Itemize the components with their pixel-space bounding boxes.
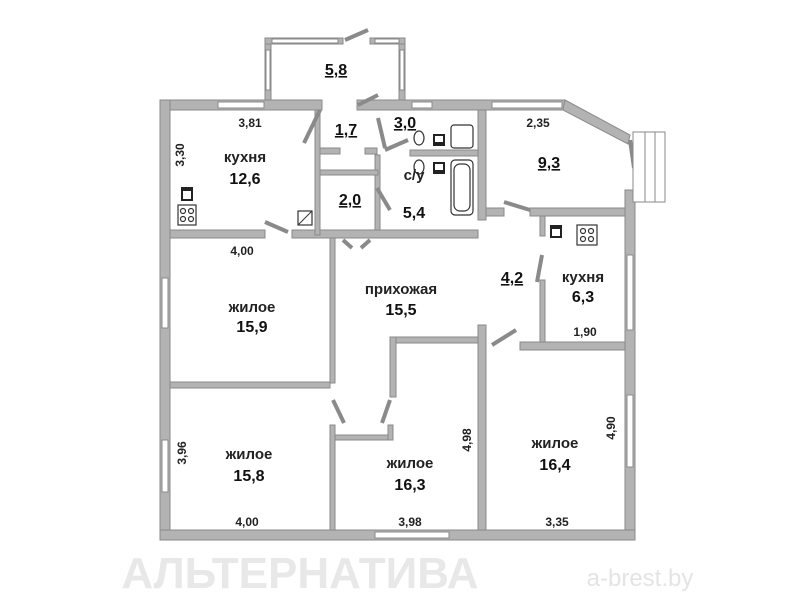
sink-icon [181,187,193,201]
dim-kitchen1-width: 3,81 [238,116,262,130]
washbasin-icon [433,134,445,174]
wc-area: 3,0 [394,115,416,132]
living3-label: жилое [386,455,434,472]
corridor-area: 4,2 [501,270,523,287]
kitchen1-label: кухня [224,149,266,166]
dim-kitchen1-height: 3,30 [173,143,187,167]
balcony-walls [264,28,406,105]
dim-living2-height: 3,96 [175,441,189,465]
watermark-brand: АЛЬТЕРНАТИВА [121,549,478,598]
dim-living3-height: 4,98 [460,428,474,452]
kitchen1-area: 12,6 [229,171,260,188]
sink-icon-kitchen2 [550,225,562,238]
outer-walls [159,99,666,541]
hallway-area: 15,5 [385,302,416,319]
doors [264,93,544,424]
bathroom-label: с/у [404,167,426,184]
dim-kitchen2-width: 1,90 [573,325,597,339]
bathroom-area: 5,4 [403,205,425,222]
bathtub-icon [450,159,474,216]
living1-area: 15,9 [236,319,267,336]
balcony-area: 5,8 [325,62,347,79]
stove-icon-kitchen2 [576,224,598,246]
fixtures [177,124,598,246]
living3-area: 16,3 [394,477,425,494]
dim-living1-width: 4,00 [230,244,254,258]
watermark: АЛЬТЕРНАТИВА a-brest.by [121,549,693,598]
living4-area: 16,4 [539,457,570,474]
kitchen2-label: кухня [562,269,604,286]
dim-living3-width: 3,98 [398,515,422,529]
dim-living2-width: 4,00 [235,515,259,529]
hallway-label: прихожая [365,281,437,298]
ventilation-shaft-icon [297,210,313,226]
shower-tray-icon [450,124,474,149]
hall-small-area: 1,7 [335,122,357,139]
watermark-site: a-brest.by [587,565,694,592]
dimension-labels: 3,81 3,30 2,35 4,00 1,90 3,96 4,00 4,98 … [173,116,618,529]
room-93-area: 9,3 [538,155,560,172]
kitchen2-area: 6,3 [572,289,594,306]
living2-area: 15,8 [233,468,264,485]
living4-label: жилое [531,435,579,452]
room-labels: 5,8 кухня 12,6 1,7 3,0 2,0 с/у 5,4 9,3 4… [224,62,604,494]
living2-label: жилое [225,446,273,463]
dim-room93-width: 2,35 [526,116,550,130]
stove-icon [177,204,197,226]
dim-living4-height: 4,90 [604,416,618,440]
storage-area: 2,0 [339,192,361,209]
toilet-icon [413,130,425,175]
dim-living4-width: 3,35 [545,515,569,529]
living1-label: жилое [228,299,276,316]
